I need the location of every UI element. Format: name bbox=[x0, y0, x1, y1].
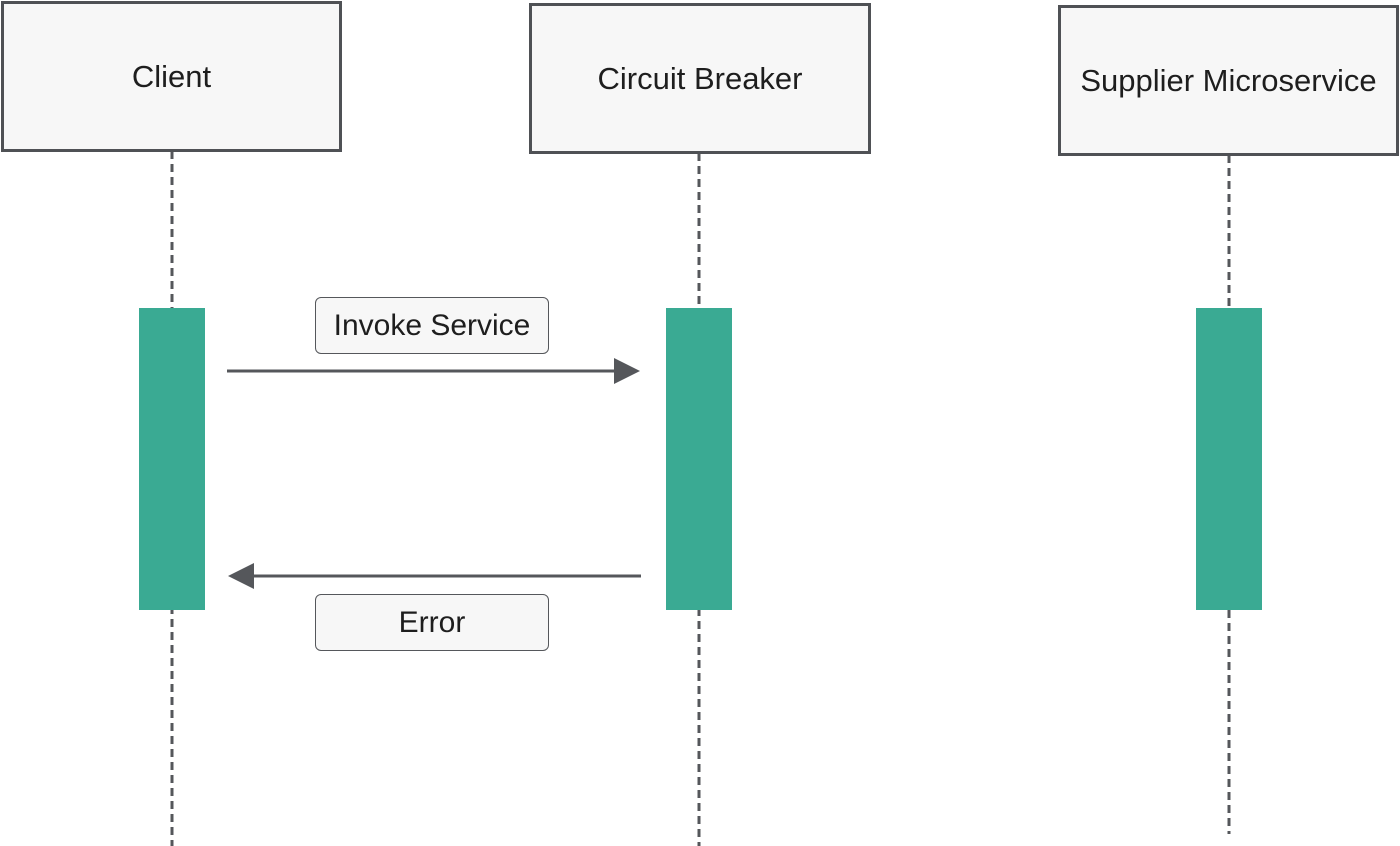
invoke-service-text: Invoke Service bbox=[333, 308, 531, 342]
error-text: Error bbox=[398, 605, 466, 639]
activation-bar-client bbox=[139, 308, 205, 610]
participant-supplier-microservice: Supplier Microservice bbox=[1058, 5, 1399, 156]
message-label-error: Error bbox=[315, 594, 549, 651]
error-arrowhead bbox=[228, 563, 254, 589]
participant-circuit-breaker-label: Circuit Breaker bbox=[597, 60, 803, 96]
activation-bar-supplier-microservice bbox=[1196, 308, 1262, 610]
participant-client-label: Client bbox=[131, 58, 212, 94]
participant-circuit-breaker: Circuit Breaker bbox=[529, 3, 871, 154]
activation-bar-circuit-breaker bbox=[666, 308, 732, 610]
participant-client: Client bbox=[1, 1, 342, 152]
invoke-service-arrowhead bbox=[614, 358, 640, 384]
participant-supplier-microservice-label: Supplier Microservice bbox=[1080, 62, 1377, 98]
message-label-invoke-service: Invoke Service bbox=[315, 297, 549, 354]
